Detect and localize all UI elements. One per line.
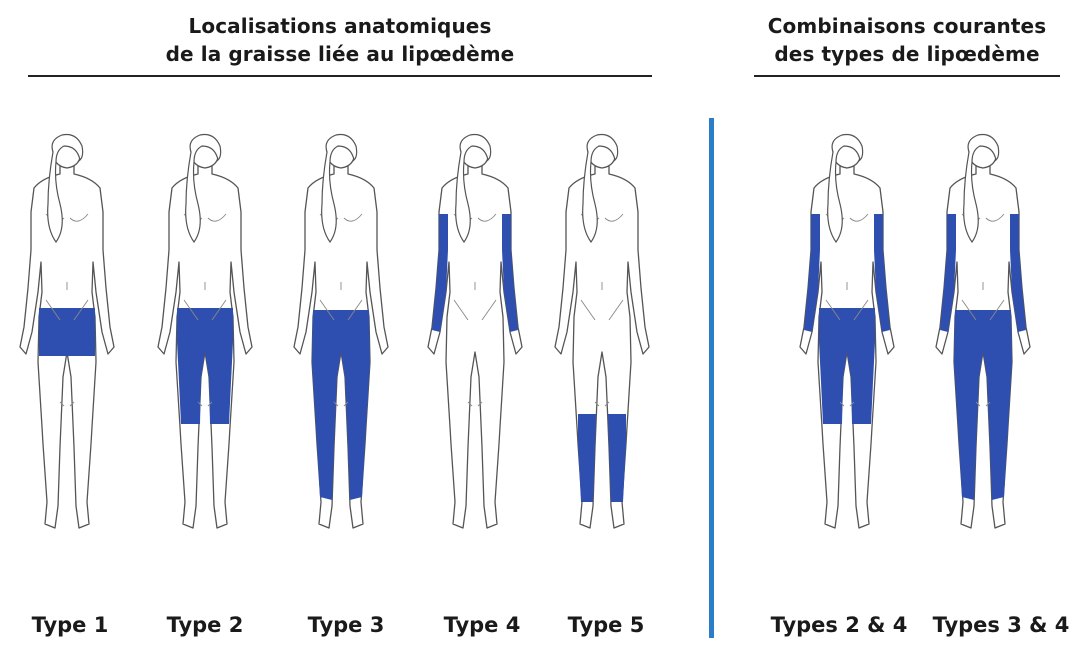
hair-outline [47, 133, 84, 244]
fat-region-hips [39, 308, 95, 356]
body-outline [427, 163, 523, 529]
heading-left-line1: Localisations anatomiques [188, 14, 492, 38]
fat-region-arms [940, 214, 1026, 332]
hair-outline [582, 133, 619, 244]
fat-region-legs [312, 310, 370, 500]
fat-region-thighs [819, 308, 875, 424]
body-illustration-type-5 [554, 133, 650, 529]
heading-common-combinations: Combinaisons courantes des types de lipœ… [754, 12, 1060, 68]
fat-region-calves [578, 414, 626, 502]
caption-types-3-4: Types 3 & 4 [932, 613, 1070, 637]
body-illustration-type-2 [157, 133, 253, 529]
figure-type-2 [140, 132, 270, 552]
heading-right-line1: Combinaisons courantes [767, 14, 1047, 38]
caption-type-5: Type 5 [567, 613, 645, 637]
figure-types-2-4 [782, 132, 912, 552]
fat-region-arms [804, 214, 890, 332]
figure-type-1 [2, 132, 132, 552]
figure-types-3-4 [918, 132, 1048, 552]
heading-right-line2: des types de lipœdème [774, 42, 1040, 66]
heading-underline-right [754, 75, 1060, 77]
caption-type-3: Type 3 [307, 613, 385, 637]
heading-anatomical-locations: Localisations anatomiques de la graisse … [28, 12, 652, 68]
hair-outline [827, 133, 864, 244]
caption-type-2: Type 2 [166, 613, 244, 637]
hair-outline [185, 133, 222, 244]
caption-type-1: Type 1 [31, 613, 109, 637]
body-illustration-types-2-4 [799, 133, 895, 529]
heading-left-line2: de la graisse liée au lipœdème [165, 42, 515, 66]
body-illustration-type-3 [293, 133, 389, 529]
heading-underline-left [28, 75, 652, 77]
hair-outline [455, 133, 492, 244]
figure-type-4 [410, 132, 540, 552]
figure-type-5 [537, 132, 667, 552]
caption-type-4: Type 4 [443, 613, 521, 637]
fat-region-arms [432, 214, 518, 332]
caption-types-2-4: Types 2 & 4 [770, 613, 908, 637]
hair-outline [321, 133, 358, 244]
fat-region-thighs [177, 308, 233, 424]
body-illustration-types-3-4 [935, 133, 1031, 529]
body-illustration-type-4 [427, 133, 523, 529]
figure-type-3 [276, 132, 406, 552]
fat-region-legs [954, 310, 1012, 500]
section-divider [709, 118, 714, 638]
body-illustration-type-1 [19, 133, 115, 529]
body-outline [554, 163, 650, 529]
hair-outline [963, 133, 1000, 244]
